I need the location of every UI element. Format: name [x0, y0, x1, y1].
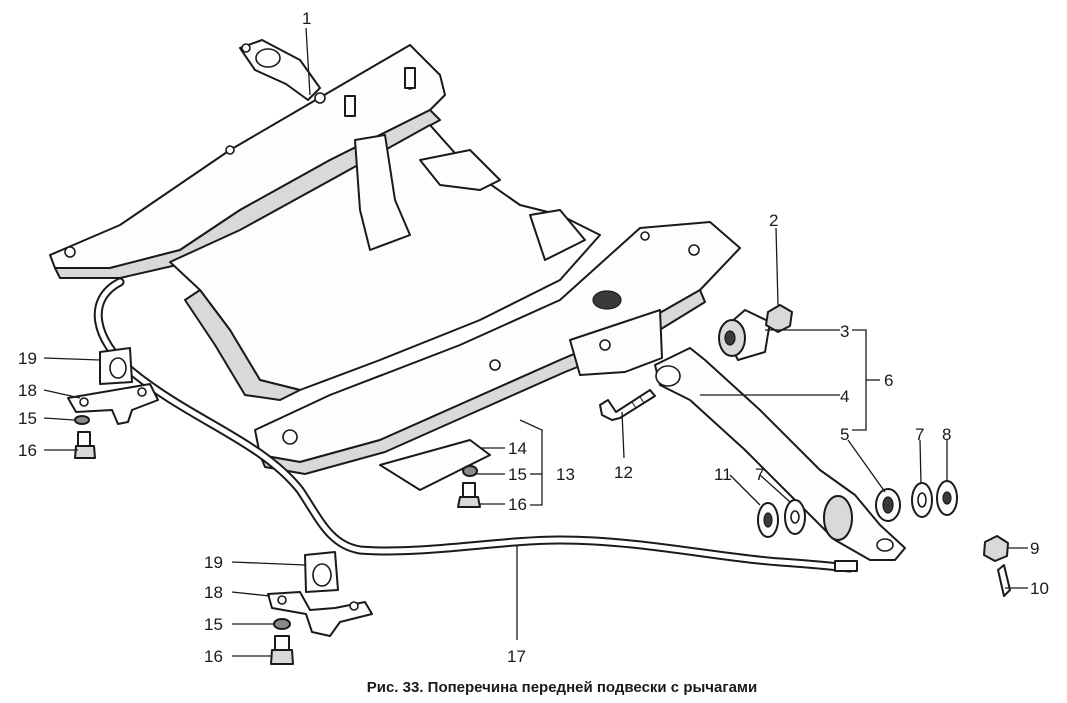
lower-control-arm: [654, 347, 906, 572]
label-16a: 16: [508, 495, 527, 514]
left-clamp-lower: [267, 551, 373, 665]
label-16c: 16: [204, 647, 223, 666]
label-18a: 18: [18, 381, 37, 400]
label-4: 4: [840, 387, 849, 406]
left-clamp-upper: [67, 347, 159, 459]
label-19a: 19: [18, 349, 37, 368]
label-8: 8: [942, 425, 951, 444]
label-16b: 16: [18, 441, 37, 460]
label-5: 5: [840, 425, 849, 444]
label-19b: 19: [204, 553, 223, 572]
leader-lines: [43, 27, 1028, 657]
label-9: 9: [1030, 539, 1039, 558]
figure-caption: Рис. 33. Поперечина передней подвески с …: [367, 679, 758, 696]
label-11: 11: [714, 465, 732, 484]
label-7a: 7: [915, 425, 924, 444]
label-14: 14: [508, 439, 527, 458]
part-labels: 1 2 3 4 5 6 7 8 9 10 11 7 12 13 14 15 16…: [18, 9, 1049, 666]
label-15b: 15: [18, 409, 37, 428]
label-12: 12: [614, 463, 633, 482]
bolt-12: [599, 389, 656, 421]
label-13: 13: [556, 465, 575, 484]
label-10: 10: [1030, 579, 1049, 598]
crossmember: [49, 39, 741, 491]
label-7b: 7: [755, 465, 764, 484]
bushing-and-washers: [718, 304, 1011, 597]
label-3: 3: [840, 322, 849, 341]
label-6: 6: [884, 371, 893, 390]
label-17: 17: [507, 647, 526, 666]
label-15c: 15: [204, 615, 223, 634]
label-15a: 15: [508, 465, 527, 484]
label-1: 1: [302, 9, 311, 28]
label-18b: 18: [204, 583, 223, 602]
label-2: 2: [769, 211, 778, 230]
center-fasteners: [457, 465, 481, 508]
